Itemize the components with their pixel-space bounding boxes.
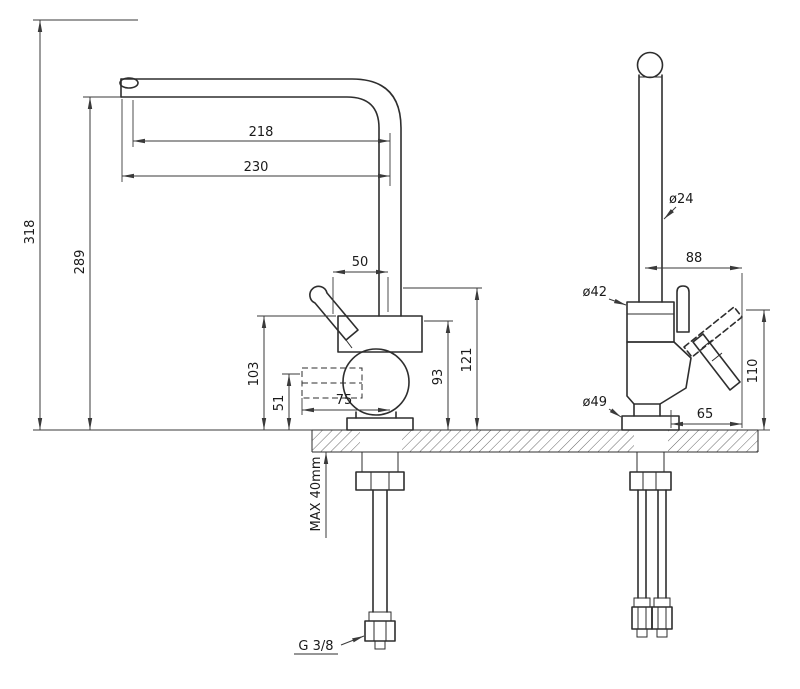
threaded-shank (361, 451, 399, 473)
body-upper (626, 301, 675, 343)
mixer-body-block (337, 315, 423, 353)
spout-top-cap (636, 51, 664, 79)
side-view-faucet (621, 51, 743, 638)
dim-289-label: 289 (73, 250, 88, 275)
dim-65: 65 (670, 407, 742, 428)
leader-line (663, 206, 677, 220)
handle-detail-line (701, 339, 713, 349)
spout-aerator (119, 77, 139, 89)
deck-hatch-left (312, 430, 360, 452)
base-flange (346, 417, 414, 431)
handle-stem-vertical (676, 285, 690, 333)
hose-collar (368, 611, 392, 622)
dim-318: 318 (23, 19, 312, 431)
ball-joint (342, 348, 410, 416)
dim-50-label: 50 (352, 255, 369, 270)
handle-raised-dashed (683, 306, 743, 358)
hose2-collar (653, 597, 671, 608)
side-shank-assembly (629, 451, 673, 638)
dia49-label: ø49 (583, 395, 608, 410)
dim-dia49: ø49 (583, 395, 622, 418)
dim-51: 51 (272, 373, 300, 430)
hose-connection-nut (364, 620, 396, 642)
threaded-shank-side (636, 451, 665, 473)
dim-65-label: 65 (697, 407, 714, 422)
dia42-label: ø42 (583, 285, 608, 300)
leader-line (340, 635, 365, 646)
handle-lowered (692, 333, 741, 391)
dim-103: 103 (247, 315, 336, 430)
front-view-faucet (119, 77, 423, 650)
dim-103-label: 103 (247, 362, 262, 387)
thread-callout-g38: G 3/8 (294, 635, 365, 655)
hidden-cartridge-lines (301, 367, 363, 399)
dim-max-40mm: MAX 40mm (309, 452, 329, 538)
base-flange-side (621, 415, 680, 431)
hose2-nut (651, 606, 673, 630)
dim-dia24: ø24 (663, 192, 694, 220)
dim-75: 75 (301, 393, 390, 415)
dim-121: 121 (403, 287, 482, 430)
dim-dia42: ø42 (583, 285, 627, 306)
mounting-nut-side (629, 471, 672, 491)
hose1-tail (636, 628, 648, 638)
leader-line (608, 408, 622, 418)
dim-318-label: 318 (23, 220, 38, 245)
dim-51-label: 51 (272, 395, 287, 412)
dia24-label: ø24 (669, 192, 694, 207)
dim-93-label: 93 (431, 369, 446, 386)
mounting-nut (355, 471, 405, 491)
hose1-collar (633, 597, 651, 608)
handle-detail-line (711, 352, 723, 362)
max-40mm-label: MAX 40mm (309, 456, 324, 531)
body-lower (626, 341, 692, 405)
dim-88-label: 88 (686, 251, 703, 266)
g38-label: G 3/8 (298, 639, 333, 654)
dim-93: 93 (424, 320, 453, 430)
spout-inner-outline (120, 96, 380, 317)
hose-tail (374, 640, 386, 650)
deck-hatch-middle (402, 430, 634, 452)
spout-outer-outline (120, 78, 402, 317)
dim-75-label: 75 (336, 393, 353, 408)
dim-230: 230 (121, 99, 390, 182)
dim-218: 218 (132, 100, 391, 186)
threaded-shank-crosshatch (361, 451, 399, 473)
dim-230-label: 230 (244, 160, 269, 175)
dim-110: 110 (746, 309, 770, 431)
dim-50: 50 (332, 255, 389, 314)
hose1-nut (631, 606, 653, 630)
hose2-tail (656, 628, 668, 638)
front-shank-assembly (355, 451, 405, 650)
countertop-deck (311, 429, 759, 453)
dim-289: 289 (73, 96, 121, 430)
dim-88: 88 (645, 251, 743, 428)
dim-110-label: 110 (746, 359, 761, 384)
threaded-shank-side-crosshatch (636, 451, 665, 473)
dim-218-label: 218 (249, 125, 274, 140)
handle-lever (309, 285, 359, 341)
deck-hatch-right (668, 430, 758, 452)
dim-121-label: 121 (460, 348, 475, 373)
leader-line (608, 298, 627, 306)
handle-boss (345, 339, 353, 349)
